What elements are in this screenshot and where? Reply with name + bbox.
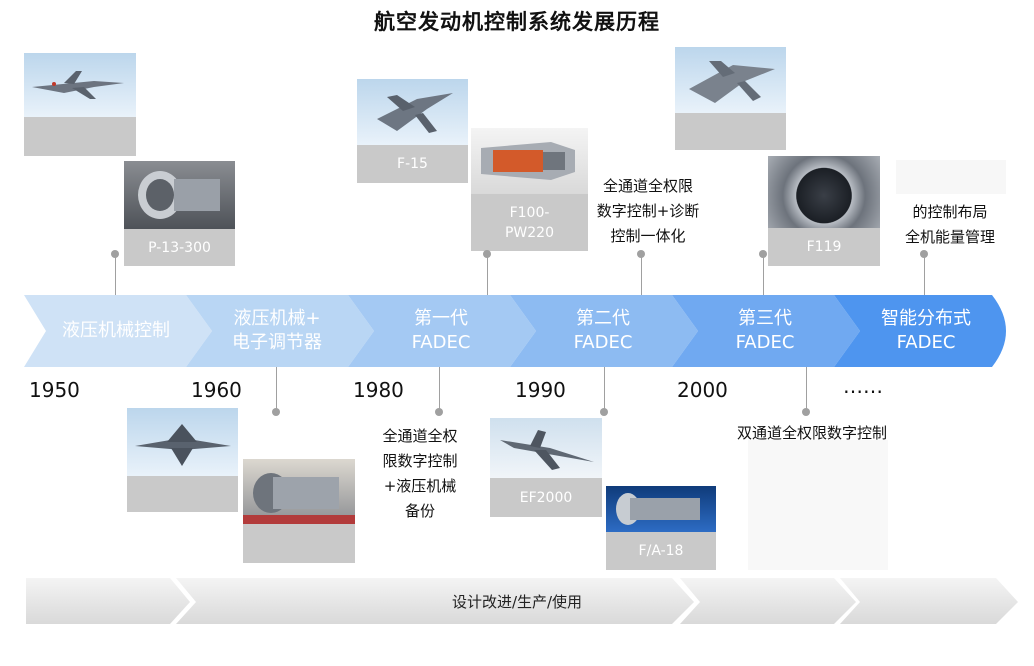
connector-line — [924, 254, 925, 296]
note-first-gen-features: 全通道全权 限数字控制 +液压机械 备份 — [382, 427, 458, 520]
al31-caption — [243, 524, 355, 563]
p13-300-engine-photo: P-13-300 — [124, 161, 235, 266]
connector-line — [276, 366, 277, 412]
connector-line — [115, 254, 116, 296]
fa18-caption: F/A-18 — [606, 532, 716, 570]
f22-aircraft-photo — [675, 47, 786, 150]
f22-caption — [675, 113, 786, 150]
phase-arrow-2 — [186, 295, 374, 367]
f15-caption: F-15 — [357, 145, 468, 183]
connector-line — [604, 366, 605, 412]
connector-dot — [483, 250, 491, 258]
diagram-title: 航空发动机控制系统发展历程 — [374, 10, 660, 34]
f100-pw220-caption: F100- PW220 — [471, 194, 588, 251]
note-second-gen-features: 全通道全权限 数字控制+诊断 控制一体化 — [596, 177, 700, 245]
lifecycle-label: 设计改进/生产/使用 — [451, 593, 583, 611]
f15-aircraft-photo: F-15 — [357, 79, 468, 183]
su27-caption — [127, 476, 238, 512]
phase-smart-distributed-fadec: 智能分布式 FADEC — [881, 308, 971, 353]
connector-line — [487, 254, 488, 296]
su27-aircraft-photo — [127, 408, 238, 512]
f100-pw220-engine-photo: F100- PW220 — [471, 128, 588, 251]
year-1960: 1960 — [191, 378, 242, 402]
year-2000: 2000 — [677, 378, 728, 402]
p13-300-caption: P-13-300 — [124, 229, 235, 266]
f119-caption: F119 — [768, 228, 880, 266]
al31-engine-photo — [243, 459, 355, 563]
year-1980: 1980 — [353, 378, 404, 402]
connector-dot — [920, 250, 928, 258]
ef2000-aircraft-photo: EF2000 — [490, 418, 602, 517]
smart-gen-faded-image — [896, 160, 1006, 194]
connector-line — [763, 254, 764, 296]
phase-arrow-6 — [834, 295, 1006, 367]
connector-line — [439, 366, 440, 412]
mig-aircraft-photo — [24, 53, 136, 156]
phase-arrow-3 — [348, 295, 536, 367]
phase-fadec-gen2: 第二代 FADEC — [573, 308, 633, 353]
phase-hydromechanical-electronic: 液压机械+ 电子调节器 — [232, 308, 322, 353]
connector-line — [641, 254, 642, 296]
phase-arrow-4 — [510, 295, 698, 367]
connector-dot — [111, 250, 119, 258]
connector-dot — [759, 250, 767, 258]
connector-dot — [600, 408, 608, 416]
connector-dot — [272, 408, 280, 416]
connector-dot — [435, 408, 443, 416]
phase-hydromechanical: 液压机械控制 — [62, 320, 170, 341]
f119-engine-photo: F119 — [768, 156, 880, 266]
third-gen-faded-image — [748, 440, 888, 570]
year-1950: 1950 — [29, 378, 80, 402]
connector-dot — [637, 250, 645, 258]
phase-arrow-band — [24, 295, 1006, 367]
phase-arrow-5 — [672, 295, 860, 367]
phase-fadec-gen1: 第一代 FADEC — [411, 308, 471, 353]
mig-caption — [24, 117, 136, 156]
ef2000-caption: EF2000 — [490, 478, 602, 517]
lifecycle-arrow-band — [26, 578, 1018, 624]
note-smart-gen-features: 的控制布局 全机能量管理 — [904, 203, 995, 246]
fa18-engine-photo: F/A-18 — [606, 486, 716, 570]
phase-arrow-1 — [24, 295, 212, 367]
year-1990: 1990 — [515, 378, 566, 402]
year-ellipsis: …… — [843, 374, 883, 398]
note-third-gen-features: 双通道全权限数字控制 — [736, 424, 887, 442]
connector-dot — [802, 408, 810, 416]
phase-fadec-gen3: 第三代 FADEC — [735, 308, 795, 353]
connector-line — [806, 366, 807, 412]
